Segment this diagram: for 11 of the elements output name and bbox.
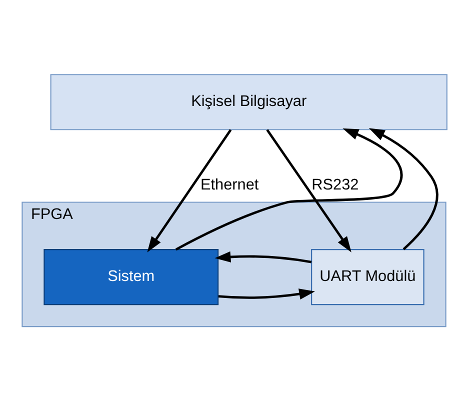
edge-label: Ethernet [200, 176, 258, 194]
arrow [218, 288, 315, 300]
arrow [266, 129, 351, 252]
arrow [214, 251, 312, 264]
edge-label: RS232 [311, 176, 358, 194]
node-box: UART Modülü [310, 249, 424, 306]
arrow [368, 128, 438, 250]
arrow [174, 128, 402, 251]
arrow [146, 129, 232, 252]
node-box: Kişisel Bilgisayar [50, 74, 447, 130]
node-box: Sistem [43, 249, 218, 306]
